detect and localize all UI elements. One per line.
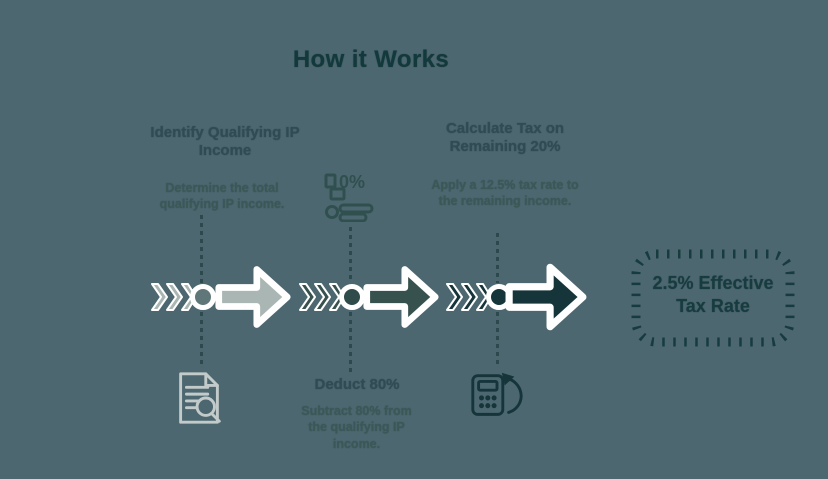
percent-icon-label: 0% [339,172,365,192]
badge-line-2: Tax Rate [676,296,750,317]
arrow-right-icon [363,266,439,328]
step-3-description: Apply a 12.5% tax rate to the remaining … [431,178,579,209]
document-search-icon [179,372,221,424]
badge-line-1: 2.5% Effective [652,273,774,293]
step-1-title: Identify Qualifying IP Income [150,124,300,159]
timeline-node-icon [339,284,365,310]
step-1-connector-top [200,215,203,283]
step-2-description: Subtract 80% from the qualifying IP inco… [301,404,412,451]
arrow-right-icon [215,266,291,328]
calculator-refresh-icon [471,372,523,416]
step-3-connector-top [496,233,499,283]
triple-chevron-right-icon [151,283,197,311]
step-2-title: Deduct 80% [314,376,400,393]
badge-tick-border [631,249,795,347]
page-title: How it Works [292,46,450,73]
result-badge: 2.5% Effective Tax Rate [628,246,798,350]
step-2-connector-bottom [349,312,352,374]
percent-hand-icon: 0% [324,172,374,222]
timeline-node-icon [190,284,216,310]
step-1-description: Determine the total qualifying IP income… [159,181,285,212]
step-3-title: Calculate Tax on Remaining 20% [445,120,565,155]
step-2-connector-top [349,227,352,283]
step-1-connector-bottom [200,312,203,368]
arrow-right-icon [505,263,587,331]
step-3-connector-bottom [496,312,499,366]
badge-text: 2.5% Effective Tax Rate [638,272,788,319]
